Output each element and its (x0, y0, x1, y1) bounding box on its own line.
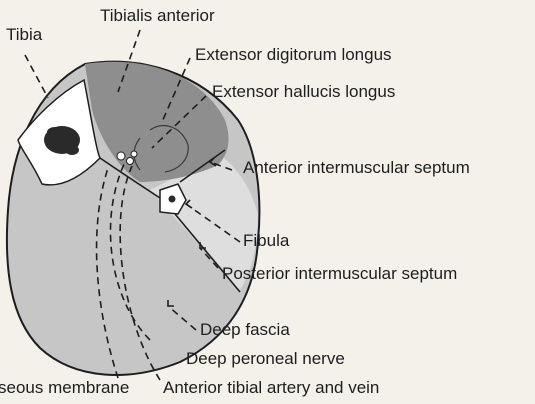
label-interosseous-membrane: seous membrane (0, 378, 129, 397)
tibia-leader (25, 55, 48, 98)
label-posterior-intermuscular-septum: Posterior intermuscular septum (222, 264, 457, 283)
label-deep-peroneal-nerve: Deep peroneal nerve (186, 349, 345, 368)
label-anterior-tibial-artery-and-vein: Anterior tibial artery and vein (163, 378, 379, 397)
label-tibia: Tibia (6, 25, 43, 44)
label-extensor-digitorum-longus: Extensor digitorum longus (195, 45, 392, 64)
label-deep-fascia: Deep fascia (200, 320, 290, 339)
label-anterior-intermuscular-septum: Anterior intermuscular septum (243, 158, 470, 177)
label-extensor-hallucis-longus: Extensor hallucis longus (212, 82, 395, 101)
fibula-marrow (169, 196, 176, 203)
label-fibula: Fibula (243, 231, 290, 250)
label-tibialis-anterior: Tibialis anterior (100, 6, 215, 25)
